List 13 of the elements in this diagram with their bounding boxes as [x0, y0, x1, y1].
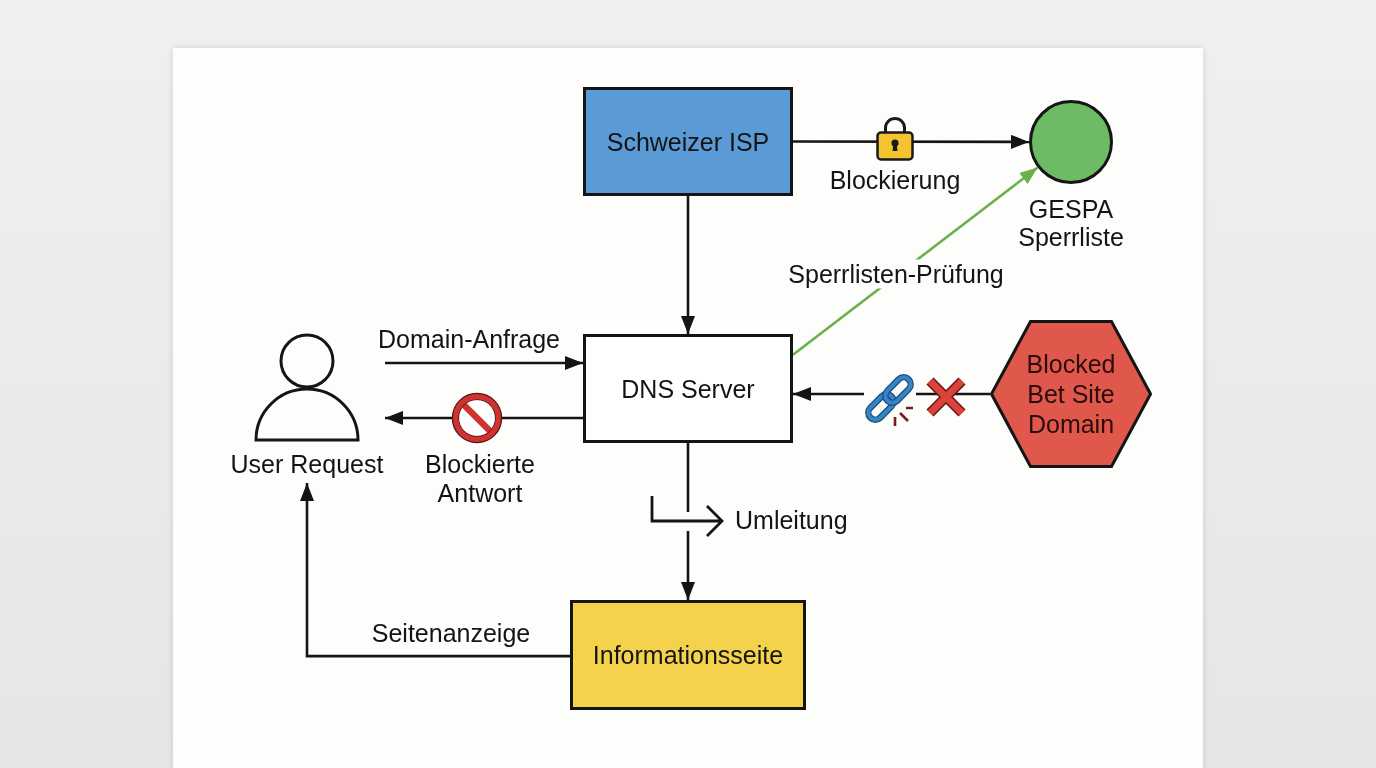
node-label: Schweizer ISP	[606, 126, 770, 157]
arrow	[681, 196, 695, 334]
arrow	[300, 483, 570, 658]
node-label: GESPA Sperrliste	[1017, 195, 1125, 251]
node-label: Informationsseite	[592, 640, 784, 670]
process-box	[583, 334, 793, 443]
arrow	[681, 443, 695, 600]
process-box	[583, 87, 793, 196]
process-box	[570, 600, 806, 710]
arrow	[385, 356, 583, 370]
node-label: Blocked Bet Site Domain	[1025, 349, 1117, 439]
node-label: User Request	[230, 449, 384, 479]
node-label: DNS Server	[621, 373, 755, 404]
